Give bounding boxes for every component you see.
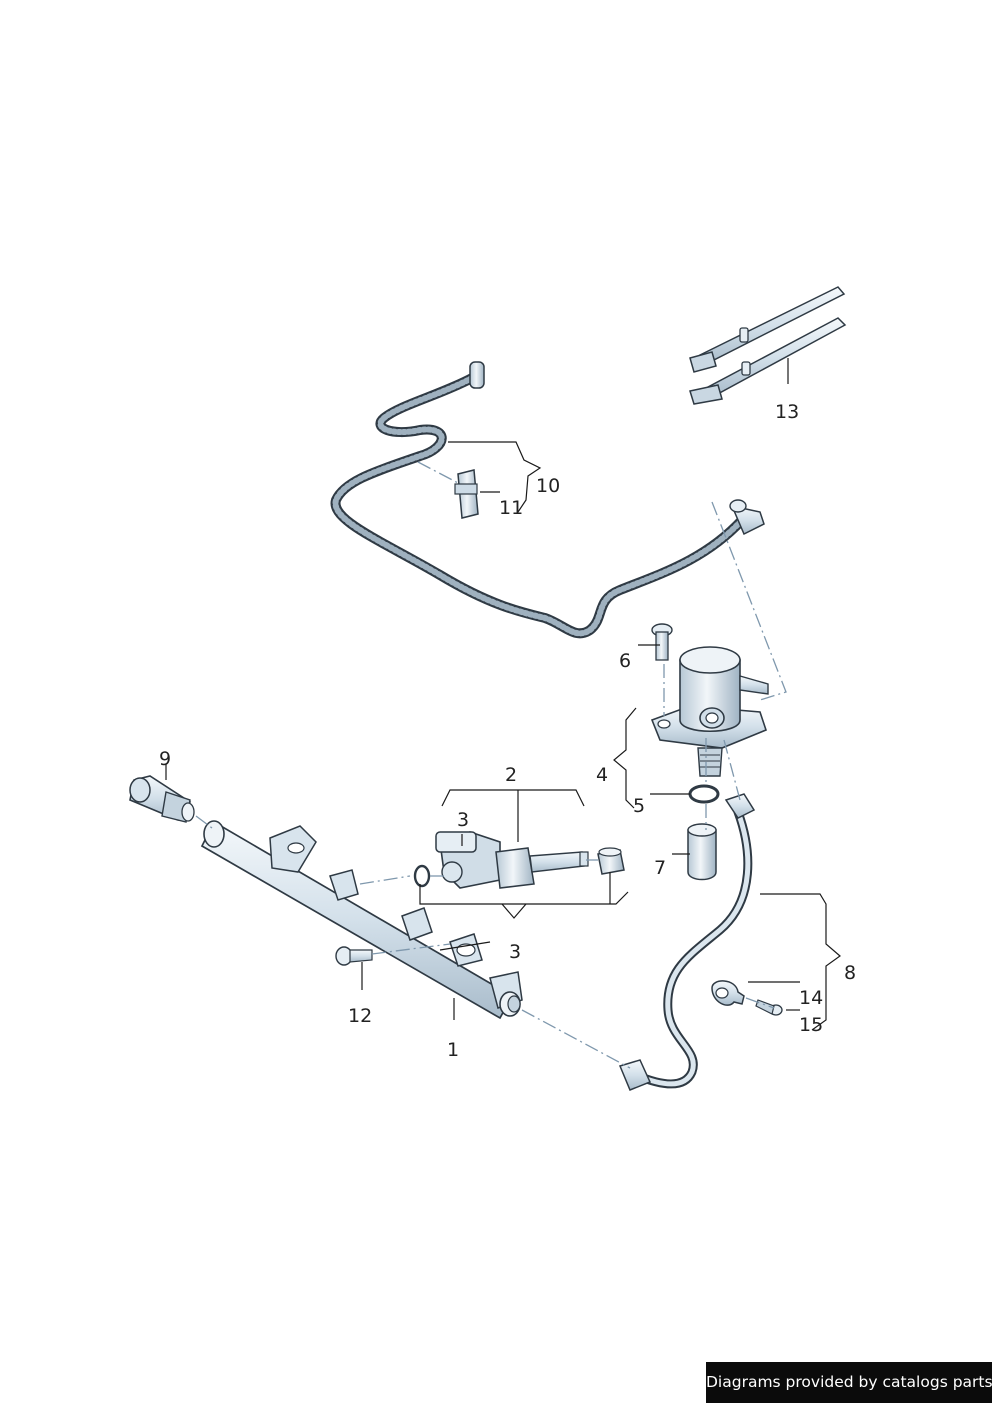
callout-2: 2 [505, 764, 517, 786]
injector-support-ring [597, 847, 625, 875]
line-bracket [711, 980, 745, 1006]
callout-3-injector: 3 [457, 809, 469, 831]
high-pressure-pump [650, 646, 769, 777]
callout-15: 15 [799, 1014, 823, 1036]
fuel-rail [200, 820, 523, 1020]
callout-4: 4 [596, 764, 608, 786]
pump-bolt [651, 623, 673, 661]
callout-12: 12 [348, 1005, 372, 1027]
roller-tappet [687, 823, 717, 881]
leader-lines [165, 358, 841, 1031]
fuel-injector [435, 831, 589, 889]
vacuum-hose [330, 361, 765, 639]
callout-11: 11 [499, 497, 523, 519]
bracket-screw [755, 999, 783, 1016]
o-ring [688, 784, 720, 804]
credit-banner: Diagrams provided by catalogs parts [706, 1362, 992, 1403]
callout-6: 6 [619, 650, 631, 672]
cable-ties [689, 286, 847, 405]
pressure-sensor [129, 775, 195, 823]
callout-13: 13 [775, 401, 799, 423]
callout-14: 14 [799, 987, 823, 1009]
callout-7: 7 [654, 857, 666, 879]
rail-bolt [335, 946, 373, 966]
callout-1: 1 [447, 1039, 459, 1061]
callout-10: 10 [536, 475, 560, 497]
callout-9: 9 [159, 748, 171, 770]
high-pressure-line [618, 793, 756, 1091]
callout-5: 5 [633, 795, 645, 817]
callout-3-rail: 3 [509, 941, 521, 963]
injector-seal-ring [413, 864, 431, 888]
hose-clip [454, 469, 479, 519]
assembly-lines [195, 461, 787, 1069]
callout-8: 8 [844, 962, 856, 984]
